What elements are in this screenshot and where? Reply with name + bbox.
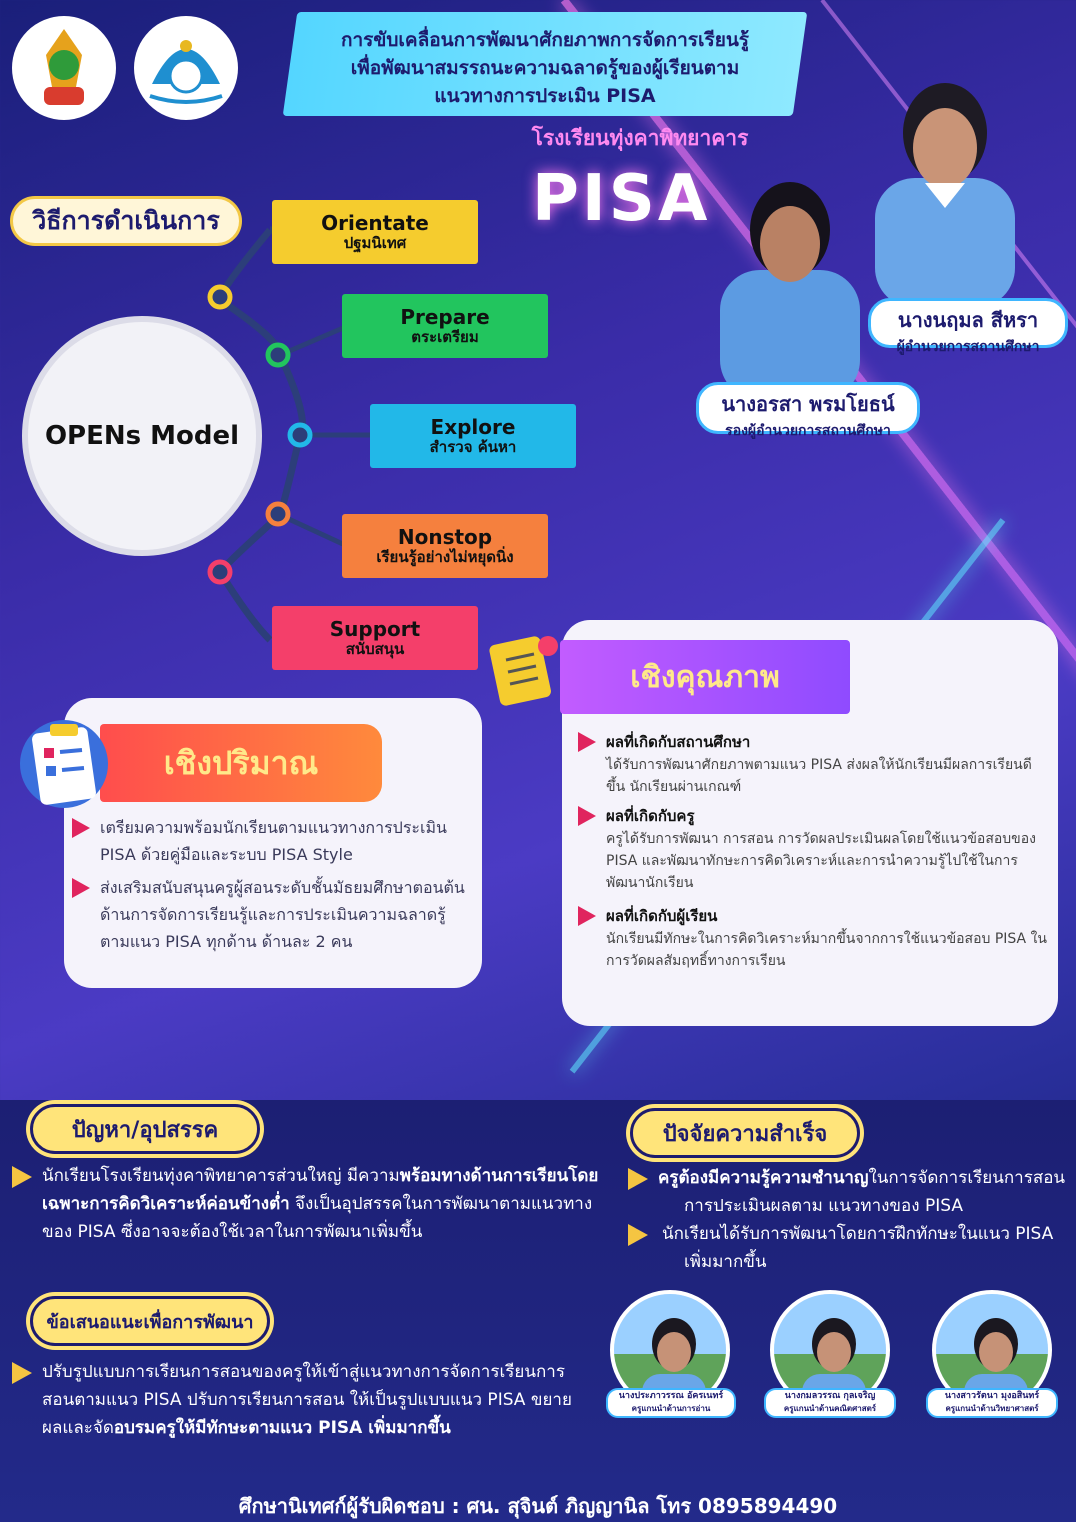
deputy-name: นางอรสา พรมโยธน์ [721,392,895,416]
title-line: การขับเคลื่อนการพัฒนาศักยภาพการจัดการเรี… [340,29,750,51]
title-line: แนวทางการประเมิน PISA [434,85,656,107]
quality-body: นักเรียนมีทักษะในการคิดวิเคราะห์มากขึ้นจ… [606,931,1047,969]
director-role: ผู้อำนวยการสถานศึกษา [896,339,1040,355]
step-explore: Explore สำรวจ ค้นหา [370,404,576,468]
teacher-role: ครูแกนนำด้านคณิตศาสตร์ [783,1404,877,1413]
quality-heading: ผลที่เกิดกับสถานศึกษา [606,733,751,751]
arrow-icon [578,806,596,826]
success-heading: ปัจจัยความสำเร็จ [630,1108,860,1158]
teacher-photo [770,1290,890,1410]
quality-body: ได้รับการพัฒนาศักยภาพตามแนว PISA ส่งผลให… [606,757,1032,795]
step-th: สนับสนุน [345,640,405,658]
deputy-role: รองผู้อำนวยการสถานศึกษา [725,423,891,439]
quality-body: ครูได้รับการพัฒนา การสอน การวัดผลประเมิน… [606,831,1036,891]
quantity-label: เชิงปริมาณ [100,724,382,802]
step-en: Orientate [321,211,429,235]
suggest-text: ปรับรูปแบบการเรียนการสอนของครูให้เข้าสู่… [42,1362,572,1438]
quantity-item: เตรียมความพร้อมนักเรียนตามแนวทางการประเม… [100,818,447,864]
pisa-heading: PISA [532,162,711,236]
problems-heading: ปัญหา/อุปสรรค [30,1104,260,1154]
arrow-icon [12,1362,32,1384]
suggest-heading: ข้อเสนอแนะเพื่อการพัฒนา [30,1296,270,1346]
footer-contact: ศึกษานิเทศก์ผู้รับผิดชอบ : ศน. สุจินต์ ภ… [238,1494,838,1518]
teacher-tag: นางกมลวรรณ กุลเจริญ ครูแกนนำด้านคณิตศาสต… [764,1388,896,1418]
success-emphasis: ครูต้องมีความรู้ความชำนาญ [658,1168,869,1188]
success-text: นักเรียนได้รับการพัฒนาโดยการฝึกทักษะในแน… [662,1224,1054,1244]
school-emblem-icon [149,40,223,104]
teacher-name: นางสาวรัตนา มุงอสินทร์ [944,1391,1040,1401]
success-text: การประเมินผลตาม แนวทางของ PISA [684,1196,963,1216]
teacher-name: นางกมลวรรณ กุลเจริญ [784,1391,876,1401]
arrow-icon [628,1168,648,1190]
success-text: เพิ่มมากขึ้น [684,1252,767,1272]
step-en: Prepare [400,305,490,329]
director-photo [855,58,1035,308]
success-text: ในการจัดการเรียนการสอน [868,1168,1066,1188]
arrow-icon [12,1166,32,1188]
step-en: Explore [430,415,516,439]
quality-heading: ผลที่เกิดกับครู [606,807,695,825]
teacher-role: ครูแกนนำด้านการอ่าน [631,1404,711,1413]
arrow-icon [578,906,596,926]
success-content: ครูต้องมีความรู้ความชำนาญในการจัดการเรีย… [628,1164,1068,1276]
step-orientate: Orientate ปฐมนิเทศ [272,200,478,264]
step-th: ตระเตรียม [411,328,479,346]
quantity-content: เตรียมความพร้อมนักเรียนตามแนวทางการประเม… [72,814,472,955]
arrow-icon [628,1224,648,1246]
director-name: นางนฤมล สีหรา [897,308,1039,332]
school-logo [134,16,238,120]
quantity-item: ส่งเสริมสนับสนุนครูผู้สอนระดับชั้นมัธยมศ… [100,878,465,951]
suggest-emphasis: อบรมครูให้มีทักษะตามแนว PISA เพิ่มมากขึ้… [113,1418,451,1438]
obec-logo [12,16,116,120]
method-heading: วิธีการดำเนินการ [10,196,242,246]
title-line: เพื่อพัฒนาสมรรถนะความฉลาดรู้ของผู้เรียนต… [350,57,740,79]
quality-heading: ผลที่เกิดกับผู้เรียน [606,907,718,925]
deputy-photo [705,170,875,400]
step-prepare: Prepare ตระเตรียม [342,294,548,358]
suggest-content: ปรับรูปแบบการเรียนการสอนของครูให้เข้าสู่… [12,1358,592,1442]
problems-emphasis: พร้อมทางด้านการเรียนโดยเฉพาะการคิดวิเครา… [42,1166,599,1214]
teacher-tag: นางประภาวรรณ อัครเนทร์ ครูแกนนำด้านการอ่… [606,1388,736,1418]
step-th: เรียนรู้อย่างไม่หยุดนิ่ง [376,548,514,566]
step-th: สำรวจ ค้นหา [429,438,517,456]
teacher-name: นางประภาวรรณ อัครเนทร์ [618,1391,724,1401]
model-connector [207,226,370,643]
opens-model-circle: OPENs Model [22,316,262,556]
problems-text: นักเรียนโรงเรียนทุ่งคาพิทยาคารส่วนใหญ่ ม… [42,1166,400,1186]
teacher-role: ครูแกนนำด้านวิทยาศาสตร์ [945,1404,1039,1413]
school-name: โรงเรียนทุ่งคาพิทยาคาร [531,126,749,150]
emblem-icon [44,29,84,105]
step-nonstop: Nonstop เรียนรู้อย่างไม่หยุดนิ่ง [342,514,548,578]
arrow-icon [72,878,90,898]
step-en: Support [329,617,421,641]
step-th: ปฐมนิเทศ [343,234,407,252]
step-support: Support สนับสนุน [272,606,478,670]
problems-text: จึงเป็นอุปสรรคในการพัฒนาตามแนวทางของ PIS… [42,1194,593,1242]
checklist-icon [486,630,566,710]
problems-content: นักเรียนโรงเรียนทุ่งคาพิทยาคารส่วนใหญ่ ม… [12,1162,602,1246]
deputy-tag: นางอรสา พรมโยธน์ รองผู้อำนวยการสถานศึกษา [696,382,920,439]
teacher-tag: นางสาวรัตนา มุงอสินทร์ ครูแกนนำด้านวิทยา… [926,1388,1058,1418]
arrow-icon [72,818,90,838]
page-title: การขับเคลื่อนการพัฒนาศักยภาพการจัดการเรี… [300,26,790,110]
step-en: Nonstop [397,525,493,549]
arrow-icon [578,732,596,752]
director-tag: นางนฤมล สีหรา ผู้อำนวยการสถานศึกษา [868,298,1068,355]
quality-content: ผลที่เกิดกับสถานศึกษา ได้รับการพัฒนาศักย… [578,730,1048,972]
quality-label: เชิงคุณภาพ [560,640,850,714]
clipboard-icon [14,712,114,812]
